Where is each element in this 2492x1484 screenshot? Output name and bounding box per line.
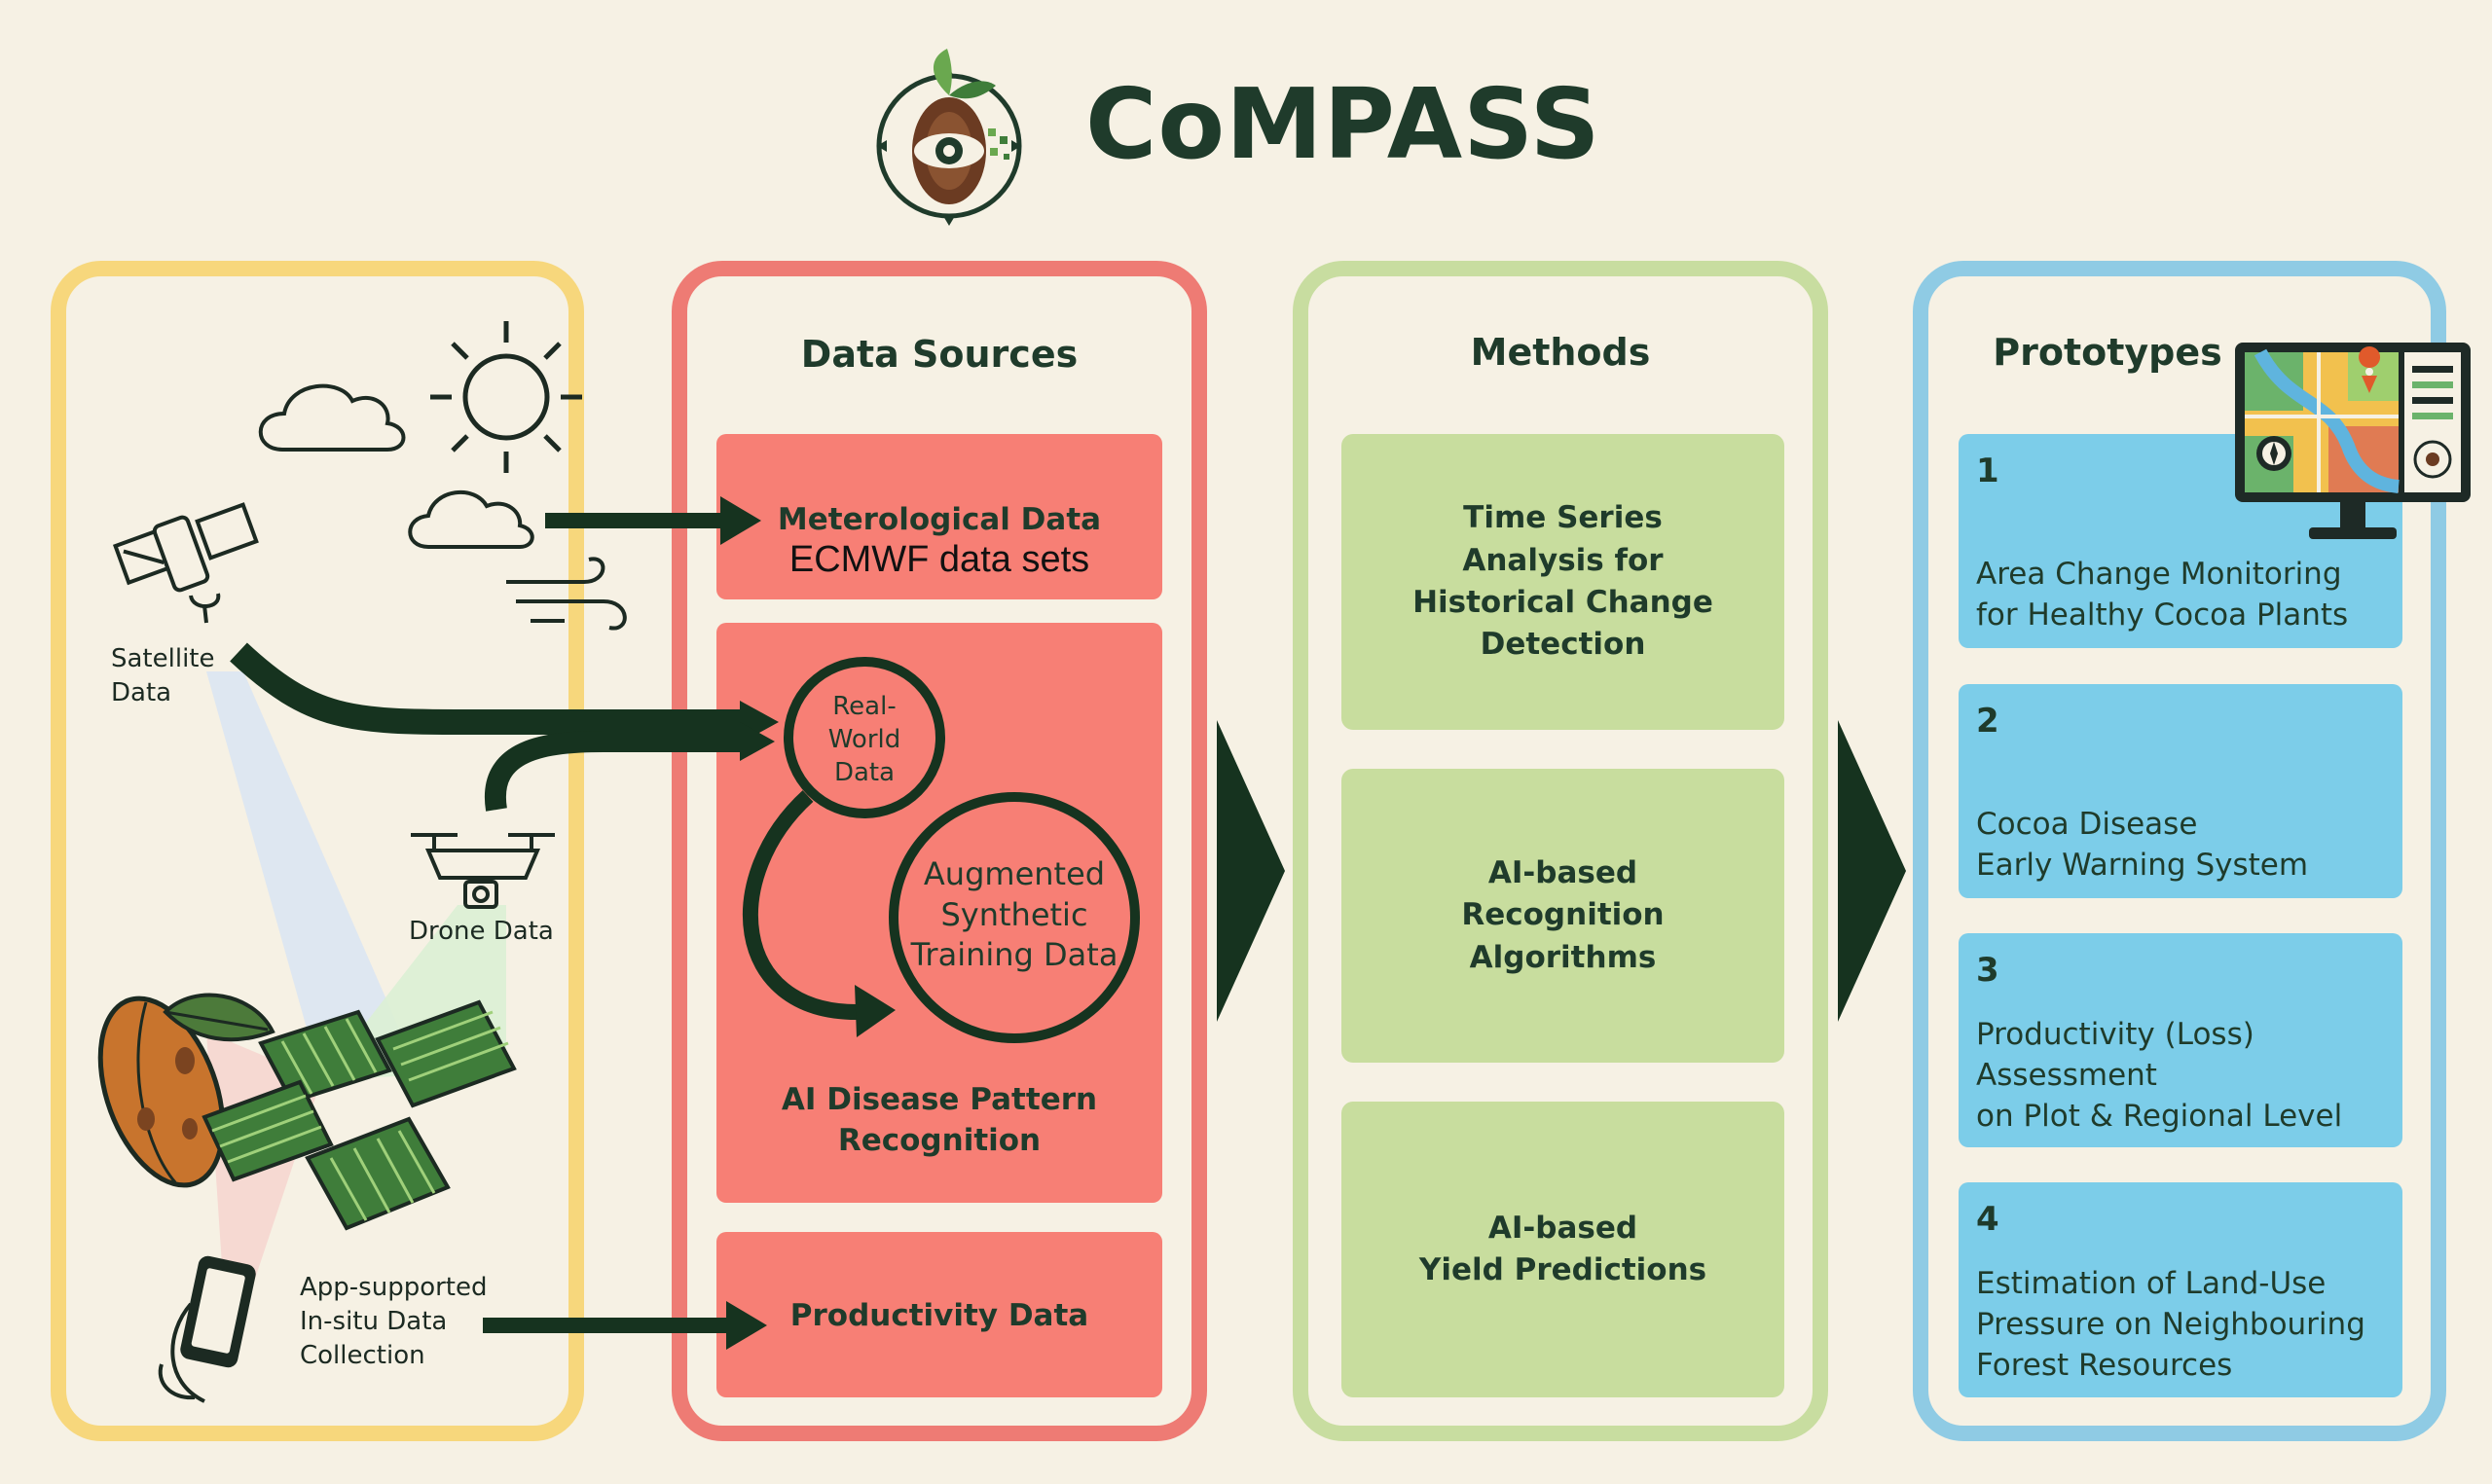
method-time-series-label: Time Series Analysis for Historical Chan…: [1412, 500, 1713, 663]
productivity-data-box: Productivity Data: [716, 1232, 1162, 1397]
meteorological-data-box: Meterological Data ECMWF data sets: [716, 434, 1162, 599]
satellite-icon: [112, 502, 259, 624]
prototype-4: 4 Estimation of Land-Use Pressure on Nei…: [1959, 1182, 2402, 1397]
drone-data-label: Drone Data: [409, 917, 554, 946]
map-monitor-icon: [2235, 343, 2471, 539]
app-insitu-label: App-supported In-situ Data Collection: [300, 1273, 488, 1371]
drone-icon: [411, 833, 555, 909]
app-title: CoMPASS: [1085, 67, 1601, 181]
cocoa-pod-icon: [97, 993, 275, 1188]
method-time-series: Time Series Analysis for Historical Chan…: [1341, 434, 1784, 730]
method-yield-prediction-label: AI-based Yield Predictions: [1418, 1210, 1707, 1287]
real-world-data-label: Real- World Data: [827, 692, 901, 787]
ai-disease-title: AI Disease Pattern Recognition: [781, 1082, 1098, 1158]
data-sources-title: Data Sources: [800, 333, 1079, 376]
method-ai-recognition: AI-based Recognition Algorithms: [1341, 769, 1784, 1063]
prototype-2-text: Cocoa Disease Early Warning System: [1976, 807, 2309, 883]
chevron-right-icon: [1838, 720, 1906, 1022]
prototype-3-number: 3: [1976, 951, 1999, 990]
prototype-3-text: Productivity (Loss) Assessment on Plot &…: [1976, 1017, 2343, 1134]
methods-title: Methods: [1470, 331, 1651, 374]
prototype-1-text: Area Change Monitoring for Healthy Cocoa…: [1976, 557, 2349, 633]
prototype-2: 2 Cocoa Disease Early Warning System: [1959, 684, 2402, 898]
prototypes-title: Prototypes: [1993, 331, 2222, 374]
prototype-3: 3 Productivity (Loss) Assessment on Plot…: [1959, 933, 2402, 1147]
sun-icon: [430, 321, 582, 473]
ecmwf-subtitle: ECMWF data sets: [788, 539, 1090, 580]
prototype-4-number: 4: [1976, 1200, 1999, 1239]
smartphone-icon: [158, 1255, 256, 1403]
cloud-icon: [258, 383, 406, 452]
meteorological-data-title: Meterological Data: [777, 502, 1102, 537]
field-plots-icon: [202, 999, 517, 1231]
prototype-2-number: 2: [1976, 702, 1999, 741]
productivity-data-title: Productivity Data: [789, 1298, 1089, 1333]
method-yield-prediction: AI-based Yield Predictions: [1341, 1102, 1784, 1397]
method-ai-recognition-label: AI-based Recognition Algorithms: [1461, 854, 1665, 975]
satellite-data-label: Satellite Data: [111, 644, 215, 708]
prototype-1-number: 1: [1976, 452, 1999, 490]
prototype-4-text: Estimation of Land-Use Pressure on Neigh…: [1976, 1266, 2365, 1383]
chevron-right-icon: [1217, 720, 1285, 1022]
cloud-icon: [408, 489, 534, 549]
compass-logo-icon: [876, 49, 1022, 226]
synthetic-data-label: Augmented Synthetic Training Data: [910, 855, 1118, 974]
wind-icon: [506, 557, 627, 631]
